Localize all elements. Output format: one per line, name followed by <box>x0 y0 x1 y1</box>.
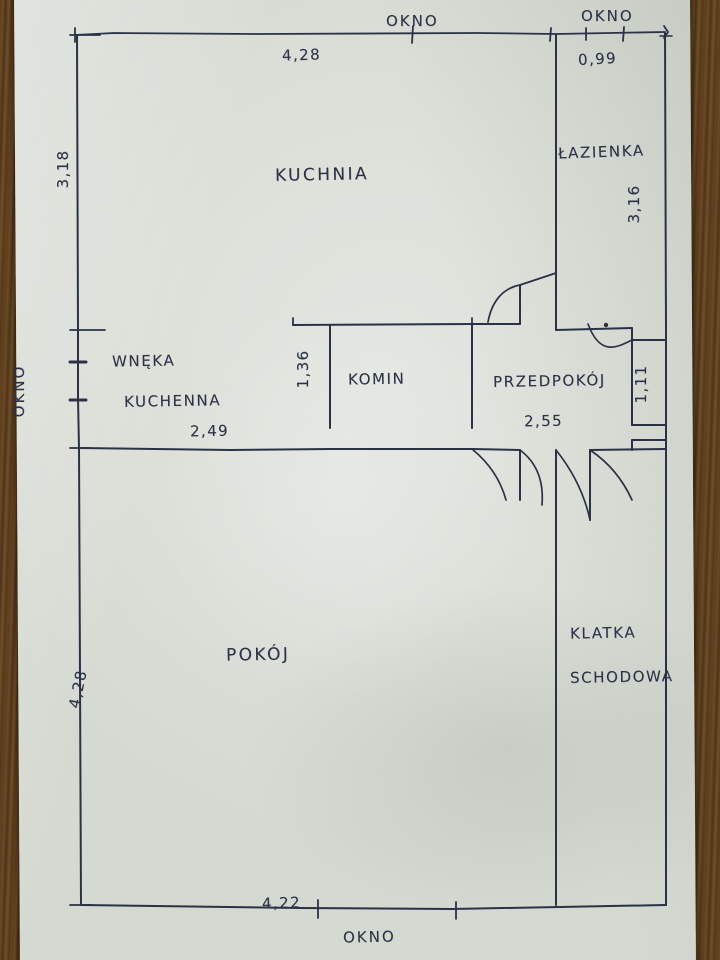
room-label-przedpokoj: PRZEDPOKÓJ <box>492 371 607 391</box>
top-dimension-line <box>74 25 669 44</box>
wall-right-lazienka <box>664 32 667 331</box>
room-label-klatka: KLATKA <box>569 623 637 643</box>
dimension-top-lazienka: 0,99 <box>577 48 618 70</box>
room-label-klatka-schodowa: SCHODOWA <box>569 667 674 687</box>
wall-band-bottom-mid <box>471 448 521 451</box>
wall-band-top-left <box>292 323 473 326</box>
door-arc-komin-bottom <box>471 448 507 501</box>
dimension-top-kuchnia: 4,28 <box>281 45 322 65</box>
room-label-wneka: WNĘKA <box>111 351 176 371</box>
door-arc-przedpokoj-top-right <box>587 323 633 348</box>
dimension-wneka-width: 2,49 <box>189 421 230 441</box>
wall-left-pokoj <box>78 447 82 906</box>
wall-below-przedpokoj-right <box>589 448 667 451</box>
window-label-top-kuchnia: OKNO <box>386 12 439 30</box>
door-arc-przedpokoj-bottom-left <box>519 449 544 506</box>
wall-left-wneka <box>77 397 80 449</box>
window-label-left-wneka: OKNO <box>10 364 28 418</box>
dimension-left-kuchnia: 3,18 <box>54 149 72 189</box>
dimension-right-lazienka: 3,16 <box>625 184 643 224</box>
wall-bottom <box>80 904 667 910</box>
room-label-komin: KOMIN <box>347 369 406 389</box>
door-arc-przedpokoj-bottom-right <box>555 449 591 521</box>
wall-band-bottom-left <box>78 447 473 451</box>
dimension-komin-height: 1,36 <box>294 349 312 389</box>
window-label-bottom-pokoj: OKNO <box>342 927 396 947</box>
left-dimension-ticks <box>69 34 106 906</box>
door-arc-stair-entry <box>589 449 633 501</box>
room-label-kuchnia: KUCHNIA <box>274 164 370 186</box>
bottom-dimension-ticks <box>317 899 457 920</box>
room-label-pokoj: POKÓJ <box>225 644 291 666</box>
room-label-wneka-kuchenna: KUCHENNA <box>123 391 222 411</box>
dimension-przedpokoj-width: 2,55 <box>523 411 564 431</box>
wall-left-kuchnia <box>76 34 79 331</box>
wall-lazienka-bottom <box>555 327 633 331</box>
window-marks-left <box>68 360 88 402</box>
door-arc-przedpokoj-top-left <box>487 284 521 323</box>
door-leaf-przedpokoj-top <box>519 272 557 286</box>
door-pivot-dot <box>603 322 609 328</box>
window-label-top-lazienka: OKNO <box>581 7 634 25</box>
dimension-bottom-pokoj: 4,22 <box>261 893 302 913</box>
room-label-lazienka: ŁAZIENKA <box>557 141 646 163</box>
dimension-right-przedpokoj: 1,11 <box>632 364 650 404</box>
wneka-dimension-ticks <box>292 317 473 331</box>
